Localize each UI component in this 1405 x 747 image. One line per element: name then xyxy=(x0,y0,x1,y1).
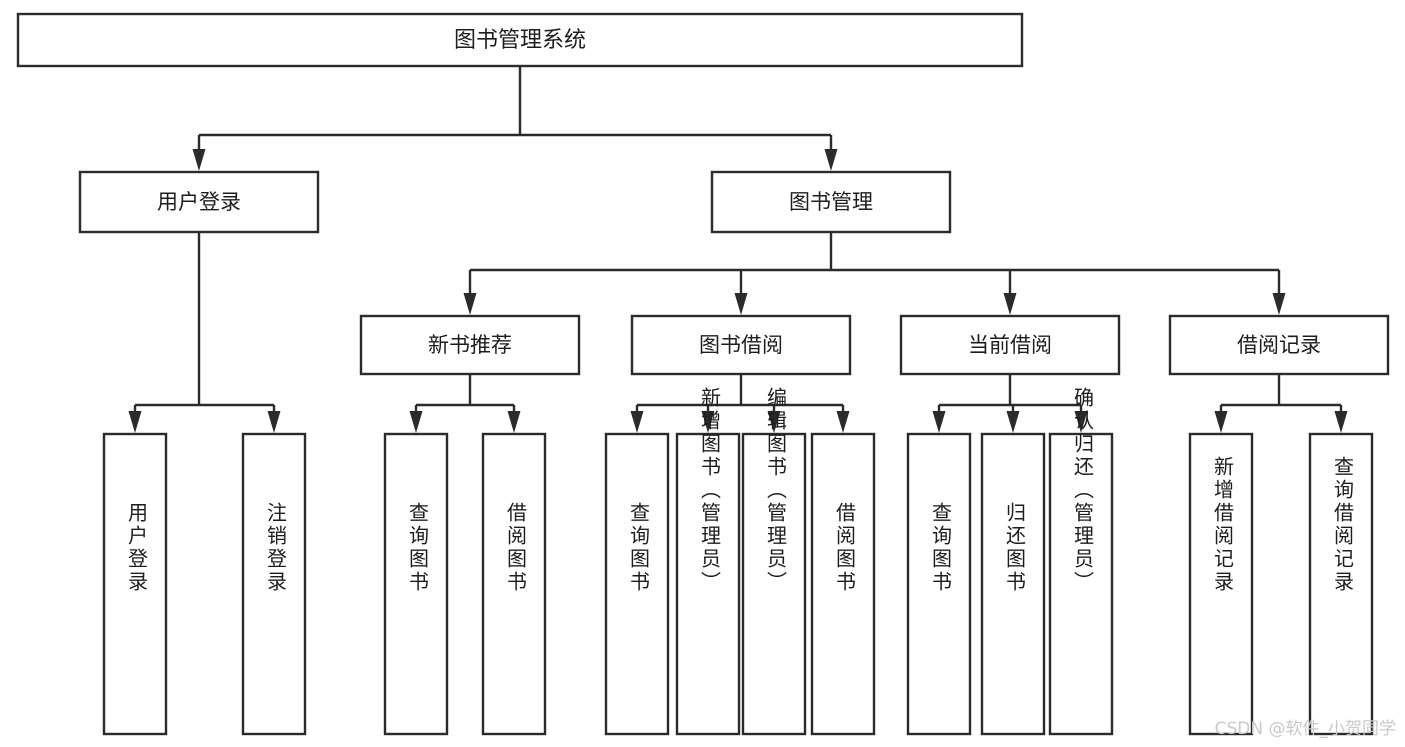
node-function-leaf-query-book-3[interactable]: 查询图书 xyxy=(906,432,972,736)
node-box[interactable] xyxy=(675,432,741,736)
node-box[interactable] xyxy=(78,170,320,234)
node-box[interactable] xyxy=(102,432,168,736)
node-label: 新增图书（管理员） xyxy=(698,387,722,594)
node-box[interactable] xyxy=(1048,432,1114,736)
node-label: 借阅图书 xyxy=(504,502,528,594)
node-label: 查询借阅记录 xyxy=(1331,456,1355,594)
node-box[interactable] xyxy=(1168,314,1390,376)
connector-group xyxy=(192,66,838,171)
node-box[interactable] xyxy=(383,432,449,736)
connector-arrowhead xyxy=(409,411,423,433)
node-function-leaf-edit-book[interactable]: 编辑图书（管理员） xyxy=(741,387,807,736)
node-submodule-book-borrow[interactable]: 图书借阅 xyxy=(630,314,852,376)
node-module-book-manage[interactable]: 图书管理 xyxy=(710,170,952,234)
connector-arrowhead xyxy=(1272,293,1286,315)
node-box[interactable] xyxy=(630,314,852,376)
node-function-leaf-add-book[interactable]: 新增图书（管理员） xyxy=(675,387,741,736)
node-box[interactable] xyxy=(359,314,581,376)
connector-group xyxy=(409,374,521,433)
connector-arrowhead xyxy=(1074,411,1088,433)
node-box[interactable] xyxy=(1308,432,1374,736)
node-submodule-borrow-record[interactable]: 借阅记录 xyxy=(1168,314,1390,376)
node-function-leaf-add-record[interactable]: 新增借阅记录 xyxy=(1188,432,1254,736)
node-label: 归还图书 xyxy=(1003,502,1027,594)
connector-arrowhead xyxy=(734,293,748,315)
node-label: 当前借阅 xyxy=(968,333,1052,357)
connector-group xyxy=(630,374,850,433)
node-function-leaf-borrow-book-2[interactable]: 借阅图书 xyxy=(810,432,876,736)
connector-arrowhead xyxy=(630,411,644,433)
connector-arrowhead xyxy=(824,149,838,171)
connector-arrowhead xyxy=(932,411,946,433)
node-label: 确认归还（管理员） xyxy=(1071,387,1095,594)
node-label: 借阅记录 xyxy=(1237,333,1321,357)
connector-arrowhead xyxy=(767,411,781,433)
connector-arrowhead xyxy=(267,411,281,433)
node-label: 用户登录 xyxy=(125,502,149,594)
connector-arrowhead xyxy=(128,411,142,433)
node-label: 注销登录 xyxy=(264,502,288,594)
node-submodule-current-borrow[interactable]: 当前借阅 xyxy=(899,314,1121,376)
node-box[interactable] xyxy=(604,432,670,736)
node-function-leaf-confirm-return[interactable]: 确认归还（管理员） xyxy=(1048,387,1114,736)
node-function-leaf-borrow-book-1[interactable]: 借阅图书 xyxy=(481,432,547,736)
node-box[interactable] xyxy=(980,432,1046,736)
connector-arrowhead xyxy=(1334,411,1348,433)
node-label: 图书借阅 xyxy=(699,333,783,357)
node-label: 新书推荐 xyxy=(428,333,512,357)
connector-arrowhead xyxy=(192,149,206,171)
connector-arrowhead xyxy=(1214,411,1228,433)
node-box[interactable] xyxy=(710,170,952,234)
node-box[interactable] xyxy=(899,314,1121,376)
node-function-leaf-user-login[interactable]: 用户登录 xyxy=(102,432,168,736)
node-module-user-login[interactable]: 用户登录 xyxy=(78,170,320,234)
node-label: 用户登录 xyxy=(157,190,241,214)
connector-group xyxy=(128,232,281,433)
node-box[interactable] xyxy=(481,432,547,736)
connector-arrowhead xyxy=(1003,293,1017,315)
node-box[interactable] xyxy=(241,432,307,736)
connector-arrowhead xyxy=(701,411,715,433)
node-box[interactable] xyxy=(810,432,876,736)
node-label: 查询图书 xyxy=(406,502,430,594)
node-layer: 图书管理系统用户登录图书管理新书推荐图书借阅当前借阅借阅记录用户登录注销登录查询… xyxy=(16,12,1390,736)
connector-layer xyxy=(128,66,1348,433)
node-label: 编辑图书（管理员） xyxy=(764,387,788,594)
node-box[interactable] xyxy=(741,432,807,736)
connector-arrowhead xyxy=(836,411,850,433)
node-function-leaf-query-record[interactable]: 查询借阅记录 xyxy=(1308,432,1374,736)
node-function-leaf-user-logout[interactable]: 注销登录 xyxy=(241,432,307,736)
connector-group xyxy=(932,374,1088,433)
node-label: 图书管理系统 xyxy=(454,28,586,53)
node-function-leaf-query-book-2[interactable]: 查询图书 xyxy=(604,432,670,736)
connector-arrowhead xyxy=(507,411,521,433)
connector-group xyxy=(463,232,1286,315)
connector-arrowhead xyxy=(463,293,477,315)
node-label: 借阅图书 xyxy=(833,502,857,594)
csdn-watermark: CSDN @软件_小贺同学 xyxy=(1215,719,1396,739)
node-root-system[interactable]: 图书管理系统 xyxy=(16,12,1024,68)
node-function-leaf-return-book[interactable]: 归还图书 xyxy=(980,432,1046,736)
node-label: 查询图书 xyxy=(627,502,651,594)
node-label: 新增借阅记录 xyxy=(1211,456,1235,594)
connector-group xyxy=(1214,374,1348,433)
node-box[interactable] xyxy=(1188,432,1254,736)
node-label: 图书管理 xyxy=(789,190,873,214)
node-box[interactable] xyxy=(16,12,1024,68)
connector-arrowhead xyxy=(1006,411,1020,433)
node-box[interactable] xyxy=(906,432,972,736)
node-submodule-new-book-recommend[interactable]: 新书推荐 xyxy=(359,314,581,376)
node-function-leaf-query-book-1[interactable]: 查询图书 xyxy=(383,432,449,736)
node-label: 查询图书 xyxy=(929,502,953,594)
